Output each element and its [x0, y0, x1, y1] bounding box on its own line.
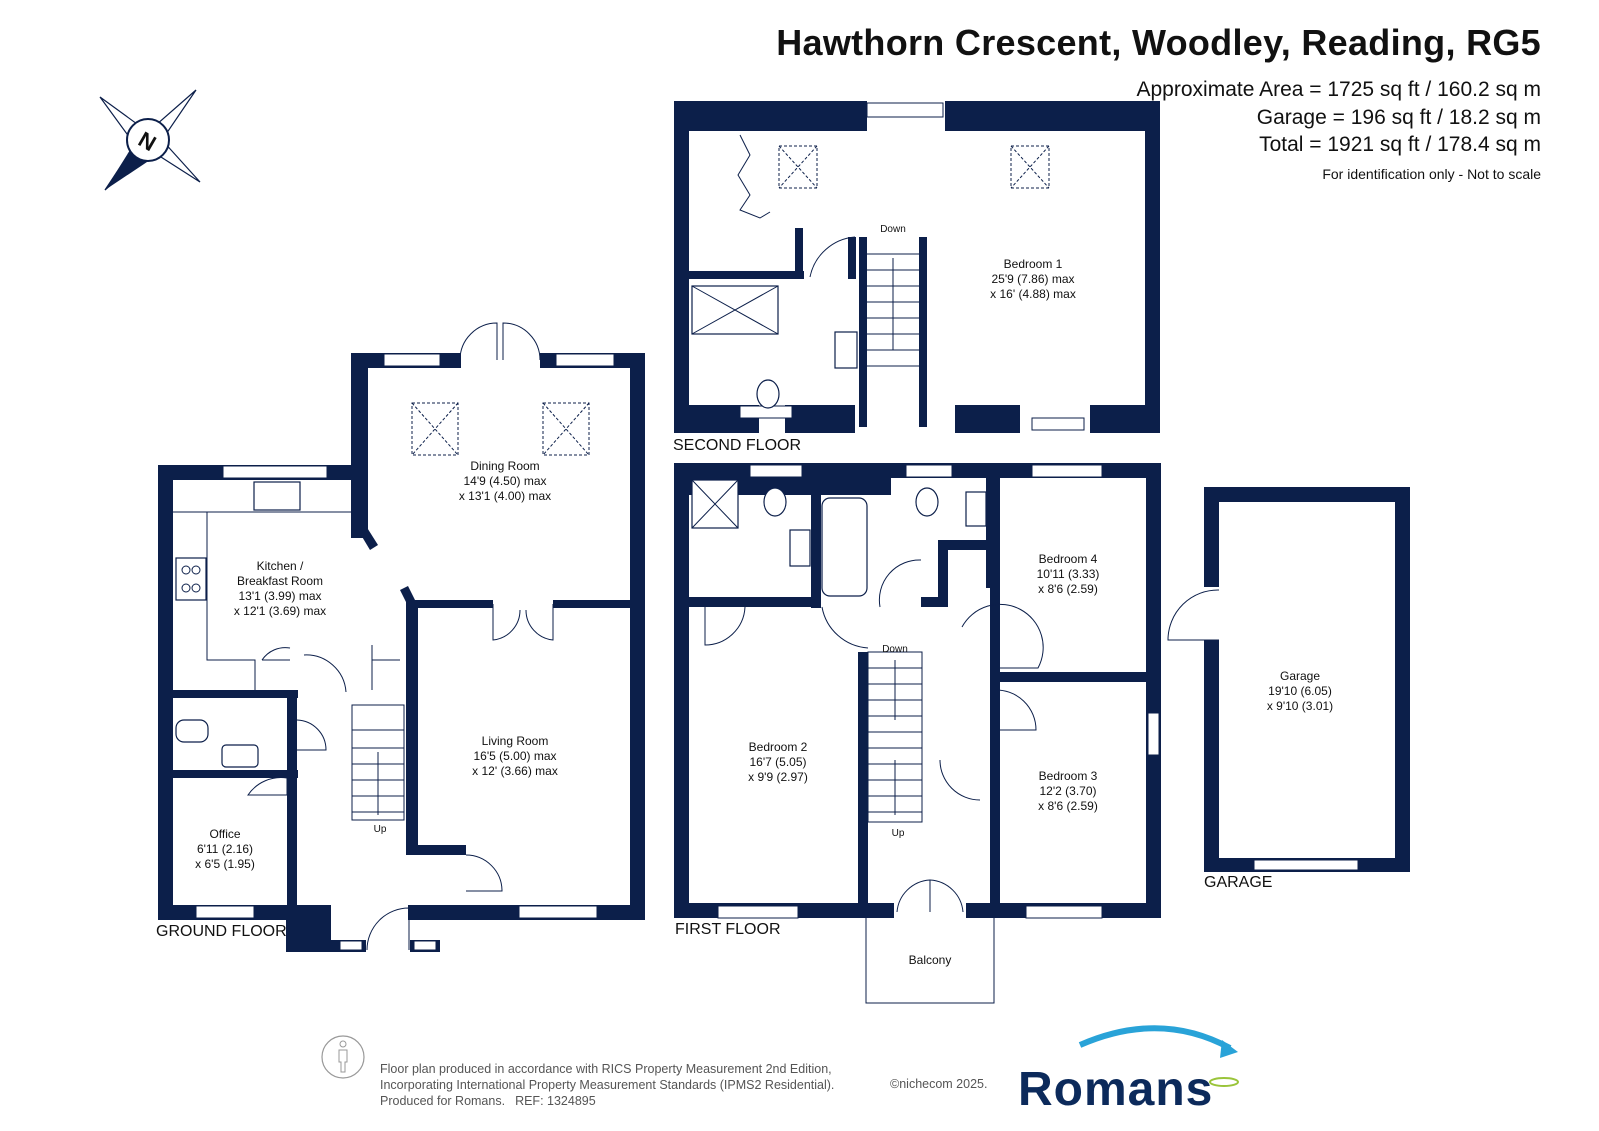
copyright: ©nichecom 2025.: [890, 1077, 988, 1091]
kitchen-name2: Breakfast Room: [237, 574, 323, 588]
identification-note: For identification only - Not to scale: [1322, 166, 1541, 182]
bedroom1-name: Bedroom 1: [1004, 257, 1063, 271]
office-name: Office: [209, 827, 240, 841]
dining-room-name: Dining Room: [470, 459, 539, 473]
footer-disclaimer: Floor plan produced in accordance with R…: [380, 1061, 834, 1109]
bedroom2-name: Bedroom 2: [749, 740, 808, 754]
first-floor-plan: Down Up: [674, 463, 1161, 1004]
dining-room-dim2: x 13'1 (4.00) max: [459, 489, 551, 503]
second-floor-plan: Down: [674, 101, 1160, 433]
bedroom2-dim1: 16'7 (5.05): [750, 755, 807, 769]
bedroom3-dim1: 12'2 (3.70): [1040, 784, 1097, 798]
garage-area: Garage = 196 sq ft / 18.2 sq m: [1256, 106, 1541, 129]
first-floor-label: FIRST FLOOR: [675, 921, 781, 938]
kitchen-name: Kitchen /: [257, 559, 304, 573]
total-area: Total = 1921 sq ft / 178.4 sq m: [1259, 133, 1541, 156]
office-dim2: x 6'5 (1.95): [195, 857, 255, 871]
bedroom4-dim1: 10'11 (3.33): [1037, 567, 1100, 581]
living-room-name: Living Room: [482, 734, 549, 748]
approximate-area: Approximate Area = 1725 sq ft / 160.2 sq…: [1136, 78, 1542, 101]
stairs-up-label-1f: Up: [892, 828, 905, 839]
footer-line-2: Incorporating International Property Mea…: [380, 1078, 835, 1092]
living-room-dim2: x 12' (3.66) max: [472, 764, 558, 778]
bedroom3-dim2: x 8'6 (2.59): [1038, 799, 1098, 813]
footer-ref: REF: 1324895: [515, 1094, 596, 1108]
ground-floor-label: GROUND FLOOR: [156, 923, 287, 940]
bedroom4-name: Bedroom 4: [1039, 552, 1098, 566]
stairs-down-label-2f: Down: [880, 224, 906, 235]
kitchen-dim1: 13'1 (3.99) max: [239, 589, 322, 603]
footer-line-1: Floor plan produced in accordance with R…: [380, 1062, 832, 1076]
north-compass-icon: N: [99, 89, 201, 191]
living-room-dim1: 16'5 (5.00) max: [474, 749, 557, 763]
bedroom3-name: Bedroom 3: [1039, 769, 1098, 783]
garage-name: Garage: [1280, 669, 1320, 683]
property-title: Hawthorn Crescent, Woodley, Reading, RG5: [776, 22, 1541, 63]
second-floor-label: SECOND FLOOR: [673, 437, 801, 454]
stairs-up-label: Up: [374, 824, 387, 835]
room-labels: Dining Room 14'9 (4.50) max x 13'1 (4.00…: [195, 257, 1333, 967]
dining-room-dim1: 14'9 (4.50) max: [464, 474, 547, 488]
office-dim1: 6'11 (2.16): [197, 842, 253, 856]
garage-dim1: 19'10 (6.05): [1268, 684, 1332, 698]
person-icon: [321, 1035, 365, 1079]
garage-plan: [1167, 487, 1410, 872]
garage-dim2: x 9'10 (3.01): [1267, 699, 1333, 713]
bedroom1-dim1: 25'9 (7.86) max: [992, 272, 1075, 286]
balcony-name: Balcony: [909, 953, 952, 967]
kitchen-dim2: x 12'1 (3.69) max: [234, 604, 326, 618]
bedroom2-dim2: x 9'9 (2.97): [748, 770, 808, 784]
brand-logo: Romans: [1018, 1063, 1214, 1116]
brand-swoosh-icon: [1078, 1025, 1239, 1087]
bedroom1-dim2: x 16' (4.88) max: [990, 287, 1076, 301]
bedroom4-dim2: x 8'6 (2.59): [1038, 582, 1098, 596]
ground-floor-plan: Up: [158, 322, 645, 952]
footer-line-3: Produced for Romans.: [380, 1094, 506, 1108]
stairs-down-label-1f: Down: [882, 644, 908, 655]
garage-floor-label: GARAGE: [1204, 874, 1272, 891]
